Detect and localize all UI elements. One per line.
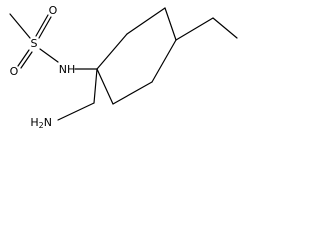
chemical-structure-diagram: S O O NH H2N (9, 4, 238, 130)
bond-ethyl-2 (212, 17, 238, 39)
atom-label-aminomethyl: H2N (30, 116, 52, 130)
bond-ring-methylene (93, 68, 98, 104)
ring-bond-3 (164, 7, 177, 41)
bond-sulfur-oxygen-bottom-a (17, 49, 30, 67)
atom-label-amine: NH (59, 63, 76, 76)
atom-label-oxygen-bottom: O (10, 65, 19, 78)
bond-sulfur-nitrogen (39, 48, 59, 63)
ring-bond-2 (126, 7, 166, 35)
atom-label-sulfur: S (31, 37, 38, 50)
ring-bond-4 (151, 39, 177, 83)
bond-sulfur-oxygen-bottom-b (20, 51, 33, 69)
bond-sulfur-oxygen-top-a (35, 14, 49, 37)
bond-methyl-sulfur (9, 13, 31, 39)
atom-label-oxygen-top: O (49, 4, 58, 17)
ring-bond-5 (112, 81, 153, 105)
ring-bond-1 (96, 33, 128, 70)
ring-bond-6 (96, 68, 114, 105)
bond-ethyl-1 (175, 17, 214, 41)
bond-sulfur-oxygen-top-b (38, 16, 52, 39)
bond-methylene-amine (57, 102, 95, 121)
atom-label-aminomethyl-subscript: 2 (39, 121, 44, 130)
